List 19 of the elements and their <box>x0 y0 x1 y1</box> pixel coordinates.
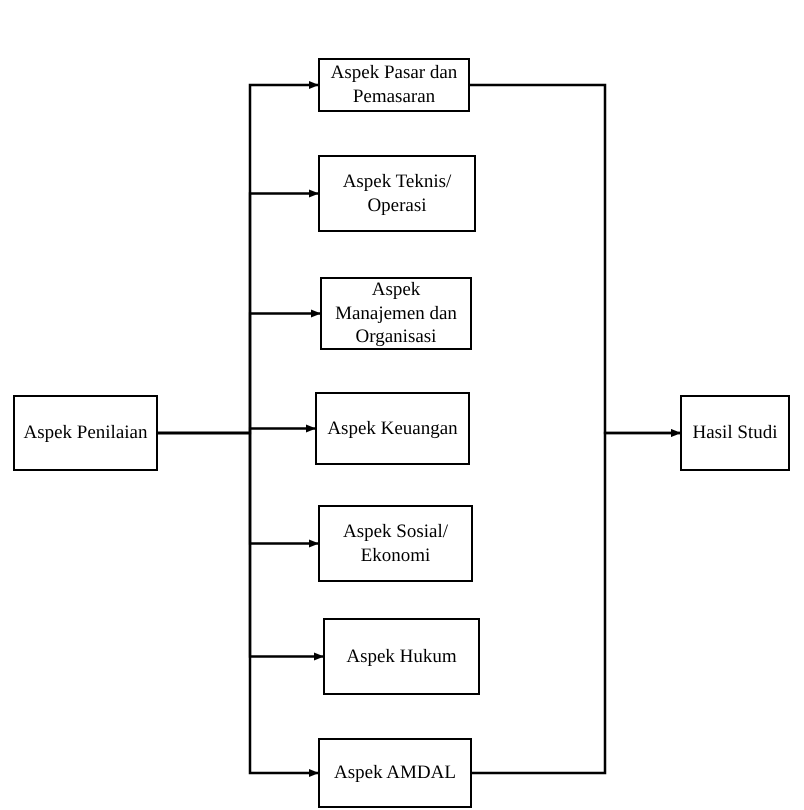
process-box <box>323 618 480 695</box>
process-box <box>320 277 472 350</box>
process-box <box>318 58 470 112</box>
arrow <box>472 429 681 774</box>
process-box <box>315 392 470 465</box>
box-label: Aspek Manajemen dan Organisasi <box>334 278 458 350</box>
process-box <box>318 505 473 582</box>
process-box <box>318 738 472 808</box>
box-label: Aspek Hukum <box>346 644 457 668</box>
box-label: Aspek Penilaian <box>23 421 148 445</box>
box-label: Aspek Sosial/ Ekonomi <box>342 520 450 568</box>
box-label: Aspek Teknis/ Operasi <box>342 170 452 218</box>
process-box <box>680 395 790 471</box>
process-box <box>13 395 158 471</box>
box-label: Hasil Studi <box>692 421 778 445</box>
box-label: Aspek Pasar dan Pemasaran <box>330 61 458 109</box>
box-label: Aspek AMDAL <box>334 761 456 785</box>
process-box <box>318 155 476 232</box>
box-label: Aspek Keuangan <box>327 416 458 440</box>
